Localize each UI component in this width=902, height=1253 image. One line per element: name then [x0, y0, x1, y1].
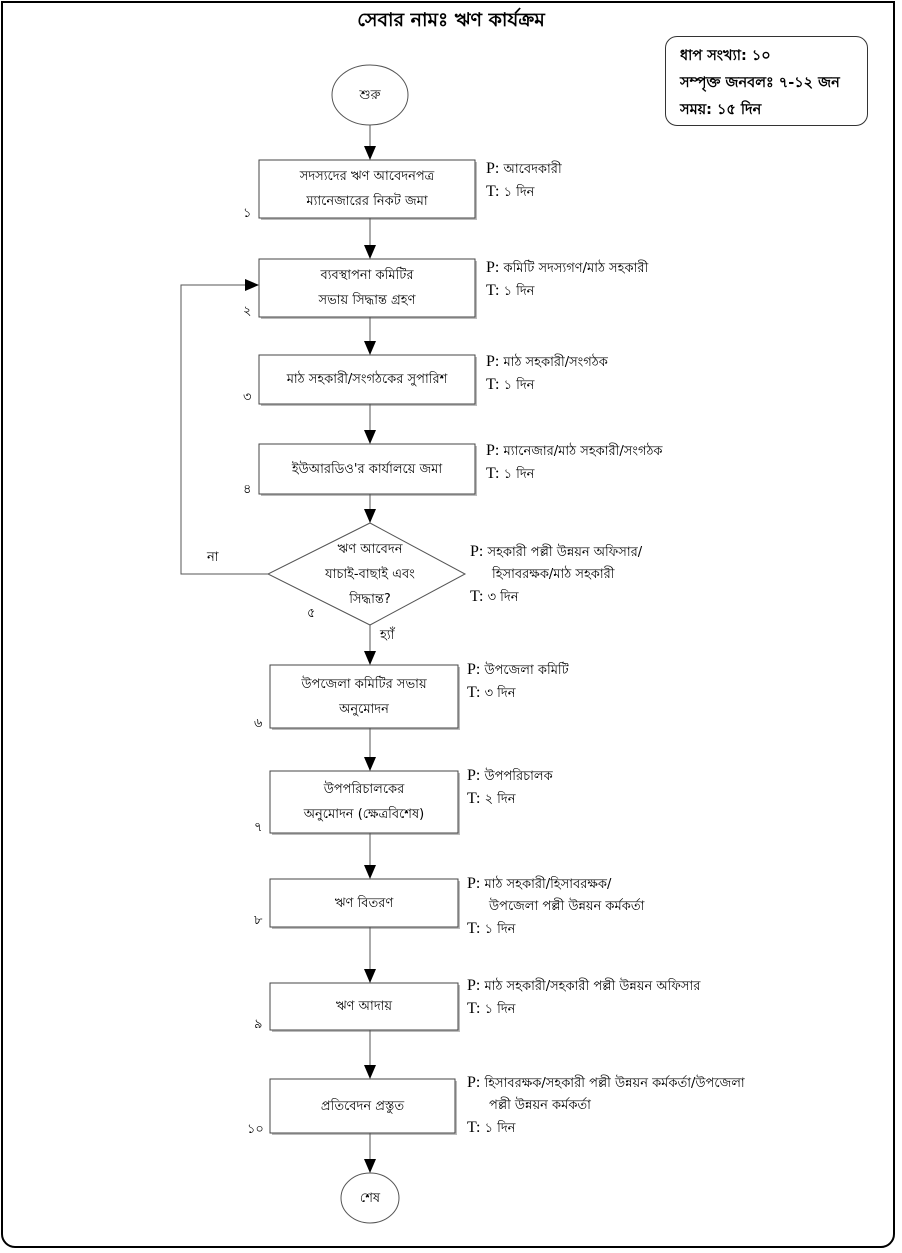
step-number-9: ৯	[254, 1017, 263, 1032]
manpower-count: সম্পৃক্ত জনবলঃ ৭-১২ জন	[680, 75, 840, 91]
step-9-text: ঋণ আদায়	[335, 999, 393, 1014]
step-8-responsibility: P: মাঠ সহকারী/হিসাবরক্ষক/ উপজেলা পল্লী উ…	[467, 875, 645, 937]
step-8-text: ঋণ বিতরণ	[334, 895, 394, 911]
step-10-text: প্রতিবেদন প্রস্তুত	[320, 1098, 405, 1114]
page-title: সেবার নামঃ ঋণ কার্যক্রম	[357, 9, 545, 31]
end-label: শেষ	[359, 1190, 381, 1206]
end-node	[340, 1172, 400, 1224]
process-box-1	[258, 159, 477, 220]
step-number-1: ১	[243, 206, 252, 221]
step-2-responsibility: P: কমিটি সদস্যগণ/মাঠ সহকারী T: ১ দিন	[486, 259, 649, 299]
process-box-8	[269, 878, 460, 929]
process-box-9	[269, 982, 460, 1032]
step-7-responsibility: P: উপপরিচালক T: ২ দিন	[467, 767, 553, 807]
decision-yes-label: হ্যাঁ	[380, 628, 395, 643]
info-box: ধাপ সংখ্যা: ১০ সম্পৃক্ত জনবলঃ ৭-১২ জন সম…	[665, 36, 868, 126]
process-box-4	[258, 443, 477, 496]
process-box-2	[258, 258, 477, 319]
process-box-3	[258, 354, 477, 406]
step-number-3: ৩	[243, 390, 252, 405]
process-box-7	[269, 770, 460, 835]
step-3-responsibility: P: মাঠ সহকারী/সংগঠক T: ১ দিন	[486, 353, 608, 393]
step-1-responsibility: P: আবেদকারী T: ১ দিন	[486, 160, 562, 200]
total-time: সময়: ১৫ দিন	[680, 102, 762, 118]
process-box-6	[269, 664, 460, 730]
step-9-responsibility: P: মাঠ সহকারী/সহকারী পল্লী উন্নয়ন অফিসা…	[467, 977, 701, 1017]
loop-back-connector	[180, 279, 268, 575]
step-5-responsibility: P: সহকারী পল্লী উন্নয়ন অফিসার/ হিসাবরক্…	[470, 543, 643, 605]
start-label: শুরু	[359, 87, 381, 103]
step-number-7: ৭	[254, 820, 263, 835]
step-number-8: ৮	[254, 913, 263, 928]
step-4-text: ইউআরডিও'র কার্যালয়ে জমা	[291, 461, 443, 477]
step-4-responsibility: P: ম্যানেজার/মাঠ সহকারী/সংগঠক T: ১ দিন	[486, 442, 663, 482]
step-number-6: ৬	[254, 716, 263, 731]
step-number-4: ৪	[243, 482, 252, 497]
step-count: ধাপ সংখ্যা: ১০	[680, 48, 771, 64]
step-number-10: ১০	[247, 1122, 264, 1137]
step-3-text: মাঠ সহকারী/সংগঠকের সুপারিশ	[286, 372, 448, 387]
step-number-2: ২	[243, 304, 252, 319]
decision-no-label: না	[207, 550, 219, 565]
step-6-text: উপজেলা কমিটির সভায়অনুমোদন	[301, 676, 427, 717]
step-10-responsibility: P: হিসাবরক্ষক/সহকারী পল্লী উন্নয়ন কর্মক…	[467, 1074, 745, 1136]
process-box-10	[269, 1078, 457, 1135]
step-6-responsibility: P: উপজেলা কমিটি T: ৩ দিন	[467, 661, 569, 701]
step-number-5: ৫	[307, 606, 316, 621]
